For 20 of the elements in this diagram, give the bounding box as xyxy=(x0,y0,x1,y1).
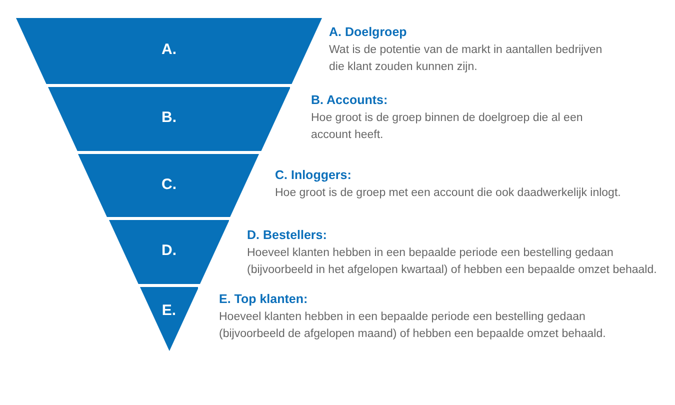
section-heading: E. Top klanten: xyxy=(219,292,308,307)
funnel-segment xyxy=(78,154,260,217)
description-text: Hoeveel klanten hebben in een bepaalde periode een bestelling gedaan (bijvoorbeeld de afgelopen maand) of hebben een bepaalde omzet behaald. xyxy=(219,310,607,342)
section-heading: C. Inloggers: xyxy=(275,168,352,183)
funnel-segment xyxy=(108,220,230,284)
funnel-segment xyxy=(140,287,198,351)
segment-letter: E. xyxy=(162,302,176,320)
section-heading: D. Bestellers: xyxy=(247,228,327,243)
description-text: Wat is de potentie van de markt in aantallen bedrijven die klant zouden kunnen zijn. xyxy=(329,43,604,75)
funnel-segment xyxy=(16,18,322,84)
section-heading: A. Doelgroep xyxy=(329,25,407,40)
description-text: Hoe groot is de groep binnen de doelgroep die al een account heeft. xyxy=(311,111,584,143)
segment-letter: C. xyxy=(161,176,176,194)
description-text: Hoeveel klanten hebben in een bepaalde periode een bestelling gedaan (bijvoorbeeld in het afgelopen kwartaal) of hebben een bepaalde omzet behaald. xyxy=(247,246,658,278)
funnel-segment xyxy=(48,87,290,151)
section-heading: B. Accounts: xyxy=(311,93,388,108)
segment-letter: B. xyxy=(161,109,176,127)
segment-letter: D. xyxy=(161,242,176,260)
description-text: Hoe groot is de groep met een account die ook daadwerkelijk inlogt. xyxy=(275,186,622,201)
segment-letter: A. xyxy=(162,41,176,59)
